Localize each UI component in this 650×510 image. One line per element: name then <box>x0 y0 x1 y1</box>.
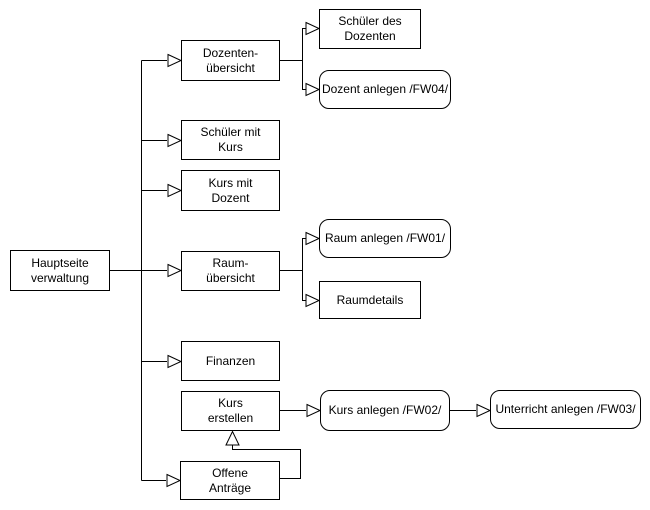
arrowhead-icon <box>476 403 492 418</box>
node-label: Raum- übersicht <box>206 256 255 285</box>
arrowhead-icon <box>305 231 321 246</box>
node-kurs-erstellen[interactable]: Kurs erstellen <box>181 391 280 431</box>
edge-offene-antraege-to-kurs-erstellen <box>225 430 301 479</box>
node-schueler-mit-kurs[interactable]: Schüler mit Kurs <box>181 120 280 160</box>
edge-hauptseite-to-offene-antraege <box>141 473 182 488</box>
edge-hauptseite-to-schueler-mit-kurs <box>141 133 183 148</box>
node-label: Offene Anträge <box>208 465 252 495</box>
arrowhead-icon <box>167 133 183 148</box>
edge-kurs-anlegen-to-unterricht-anlegen <box>450 403 492 418</box>
node-kurs-mit-dozent[interactable]: Kurs mit Dozent <box>181 170 280 211</box>
node-label: Dozent anlegen /FW04/ <box>321 82 449 96</box>
node-finanzen[interactable]: Finanzen <box>181 341 280 381</box>
node-raum-anlegen-fw01[interactable]: Raum anlegen /FW01/ <box>319 219 451 258</box>
edge-dozenten-to-schueler-des-dozenten <box>280 21 321 61</box>
node-label: Finanzen <box>205 353 256 368</box>
node-label: Kurs anlegen /FW02/ <box>328 403 442 417</box>
node-unterricht-anlegen-fw03[interactable]: Unterricht anlegen /FW03/ <box>490 390 641 429</box>
edge-hauptseite-to-finanzen <box>141 354 183 369</box>
arrowhead-icon <box>305 293 321 308</box>
node-schueler-des-dozenten[interactable]: Schüler des Dozenten <box>319 9 421 49</box>
arrowhead-icon <box>167 53 183 68</box>
node-raum-uebersicht[interactable]: Raum- übersicht <box>181 251 280 291</box>
node-label: Schüler des Dozenten <box>338 14 402 43</box>
node-offene-antraege[interactable]: Offene Anträge <box>180 461 280 500</box>
edge-raum-to-raumdetails <box>302 270 321 308</box>
node-dozenten-uebersicht[interactable]: Dozenten- übersicht <box>181 40 280 81</box>
node-label: Kurs mit Dozent <box>208 175 253 205</box>
arrowhead-icon <box>167 263 183 278</box>
arrowhead-icon <box>167 354 183 369</box>
node-kurs-anlegen-fw02[interactable]: Kurs anlegen /FW02/ <box>320 390 450 431</box>
arrowhead-icon <box>167 183 183 198</box>
arrowhead-icon <box>306 403 322 418</box>
node-label: Raum anlegen /FW01/ <box>324 231 446 245</box>
edge-hauptseite-to-kurs-mit-dozent <box>141 183 183 198</box>
node-label: Unterricht anlegen /FW03/ <box>495 402 636 416</box>
node-raumdetails[interactable]: Raumdetails <box>319 281 421 319</box>
arrowhead-icon <box>166 473 182 488</box>
arrowhead-icon <box>305 82 321 97</box>
node-hauptseite-verwaltung[interactable]: Hauptseite verwaltung <box>10 250 110 291</box>
edge-raum-to-raum-anlegen <box>280 231 321 271</box>
edge-kurs-erstellen-to-kurs-anlegen <box>280 403 322 418</box>
node-label: Raumdetails <box>336 292 404 307</box>
edge-hauptseite-to-dozenten-uebersicht <box>141 53 183 68</box>
node-label: Kurs erstellen <box>207 396 254 425</box>
node-dozent-anlegen-fw04[interactable]: Dozent anlegen /FW04/ <box>319 70 451 109</box>
node-label: Hauptseite verwaltung <box>30 255 90 285</box>
arrowhead-icon <box>305 21 321 36</box>
node-label: Dozenten- übersicht <box>202 45 259 75</box>
edge-dozenten-to-dozent-anlegen <box>302 60 321 97</box>
arrowhead-icon <box>225 430 240 446</box>
node-label: Schüler mit Kurs <box>200 125 261 154</box>
edge-hauptseite-to-raum-uebersicht <box>110 263 183 278</box>
